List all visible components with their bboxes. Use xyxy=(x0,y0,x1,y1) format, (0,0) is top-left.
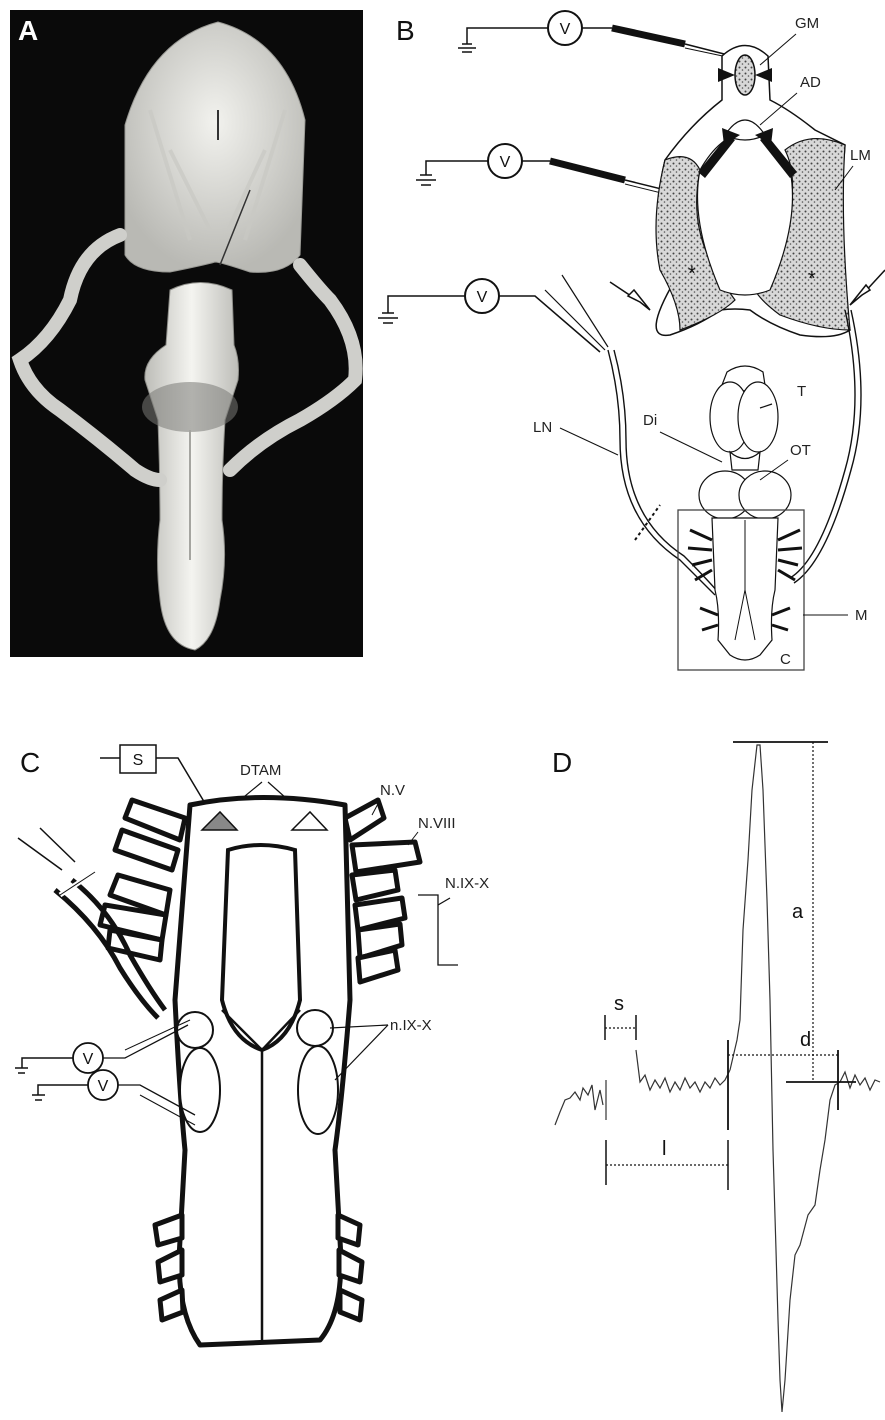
panel-d-trace: D a d s l xyxy=(552,742,880,1412)
label-n-v: N.V xyxy=(380,782,405,799)
label-dtam: DTAM xyxy=(240,762,281,779)
cranial-nerve-roots-right xyxy=(345,800,420,982)
label-m: M xyxy=(855,607,868,624)
panel-a-letter: A xyxy=(18,15,38,46)
trace-prestimulus xyxy=(555,1085,603,1125)
recording-electrode-gm: V xyxy=(458,11,732,58)
label-l-latency: l xyxy=(662,1138,666,1160)
asterisk-left: * xyxy=(688,263,696,285)
label-gm: GM xyxy=(795,15,819,32)
label-n-ix-x: N.IX-X xyxy=(445,875,489,892)
nucleus-left-oval xyxy=(180,1048,220,1132)
panel-c-schematic: C S DTAM xyxy=(15,745,489,1345)
cranial-nerve-roots-left xyxy=(100,800,185,960)
label-di: Di xyxy=(643,412,657,429)
label-ot: OT xyxy=(790,442,811,459)
label-ad: AD xyxy=(800,74,821,91)
recording-electrode-ln: V xyxy=(378,275,608,352)
label-lm: LM xyxy=(850,147,871,164)
larynx-diagram: * * xyxy=(610,46,885,337)
label-t: T xyxy=(797,383,806,400)
panel-c-letter: C xyxy=(20,747,40,778)
panel-d-letter: D xyxy=(552,747,572,778)
asterisk-right: * xyxy=(808,268,816,290)
label-d-duration: d xyxy=(800,1029,811,1051)
panel-b-letter: B xyxy=(396,15,415,46)
voltmeter-symbol: V xyxy=(83,1051,94,1068)
voltmeter-symbol: V xyxy=(560,21,571,38)
brain-diagram xyxy=(688,366,802,660)
label-s-stimulator: S xyxy=(133,752,144,769)
label-a-amplitude: a xyxy=(792,901,804,923)
nucleus-right-oval xyxy=(298,1046,338,1134)
voltmeter-symbol: V xyxy=(500,154,511,171)
voltmeter-symbol: V xyxy=(477,289,488,306)
panel-b-schematic: B V V xyxy=(378,11,885,670)
trace-baseline xyxy=(636,1050,730,1092)
label-ln: LN xyxy=(533,419,552,436)
trace-spike xyxy=(730,745,880,1412)
label-s-stimulus: s xyxy=(614,993,624,1015)
label-box-c: C xyxy=(780,651,791,668)
nucleus-right-round xyxy=(297,1010,333,1046)
voltmeter-symbol: V xyxy=(98,1078,109,1095)
panel-a-photo: A xyxy=(10,10,363,657)
label-n-ix-x-nucleus: n.IX-X xyxy=(390,1017,432,1034)
nucleus-left-round xyxy=(177,1012,213,1048)
label-n-viii: N.VIII xyxy=(418,815,456,832)
